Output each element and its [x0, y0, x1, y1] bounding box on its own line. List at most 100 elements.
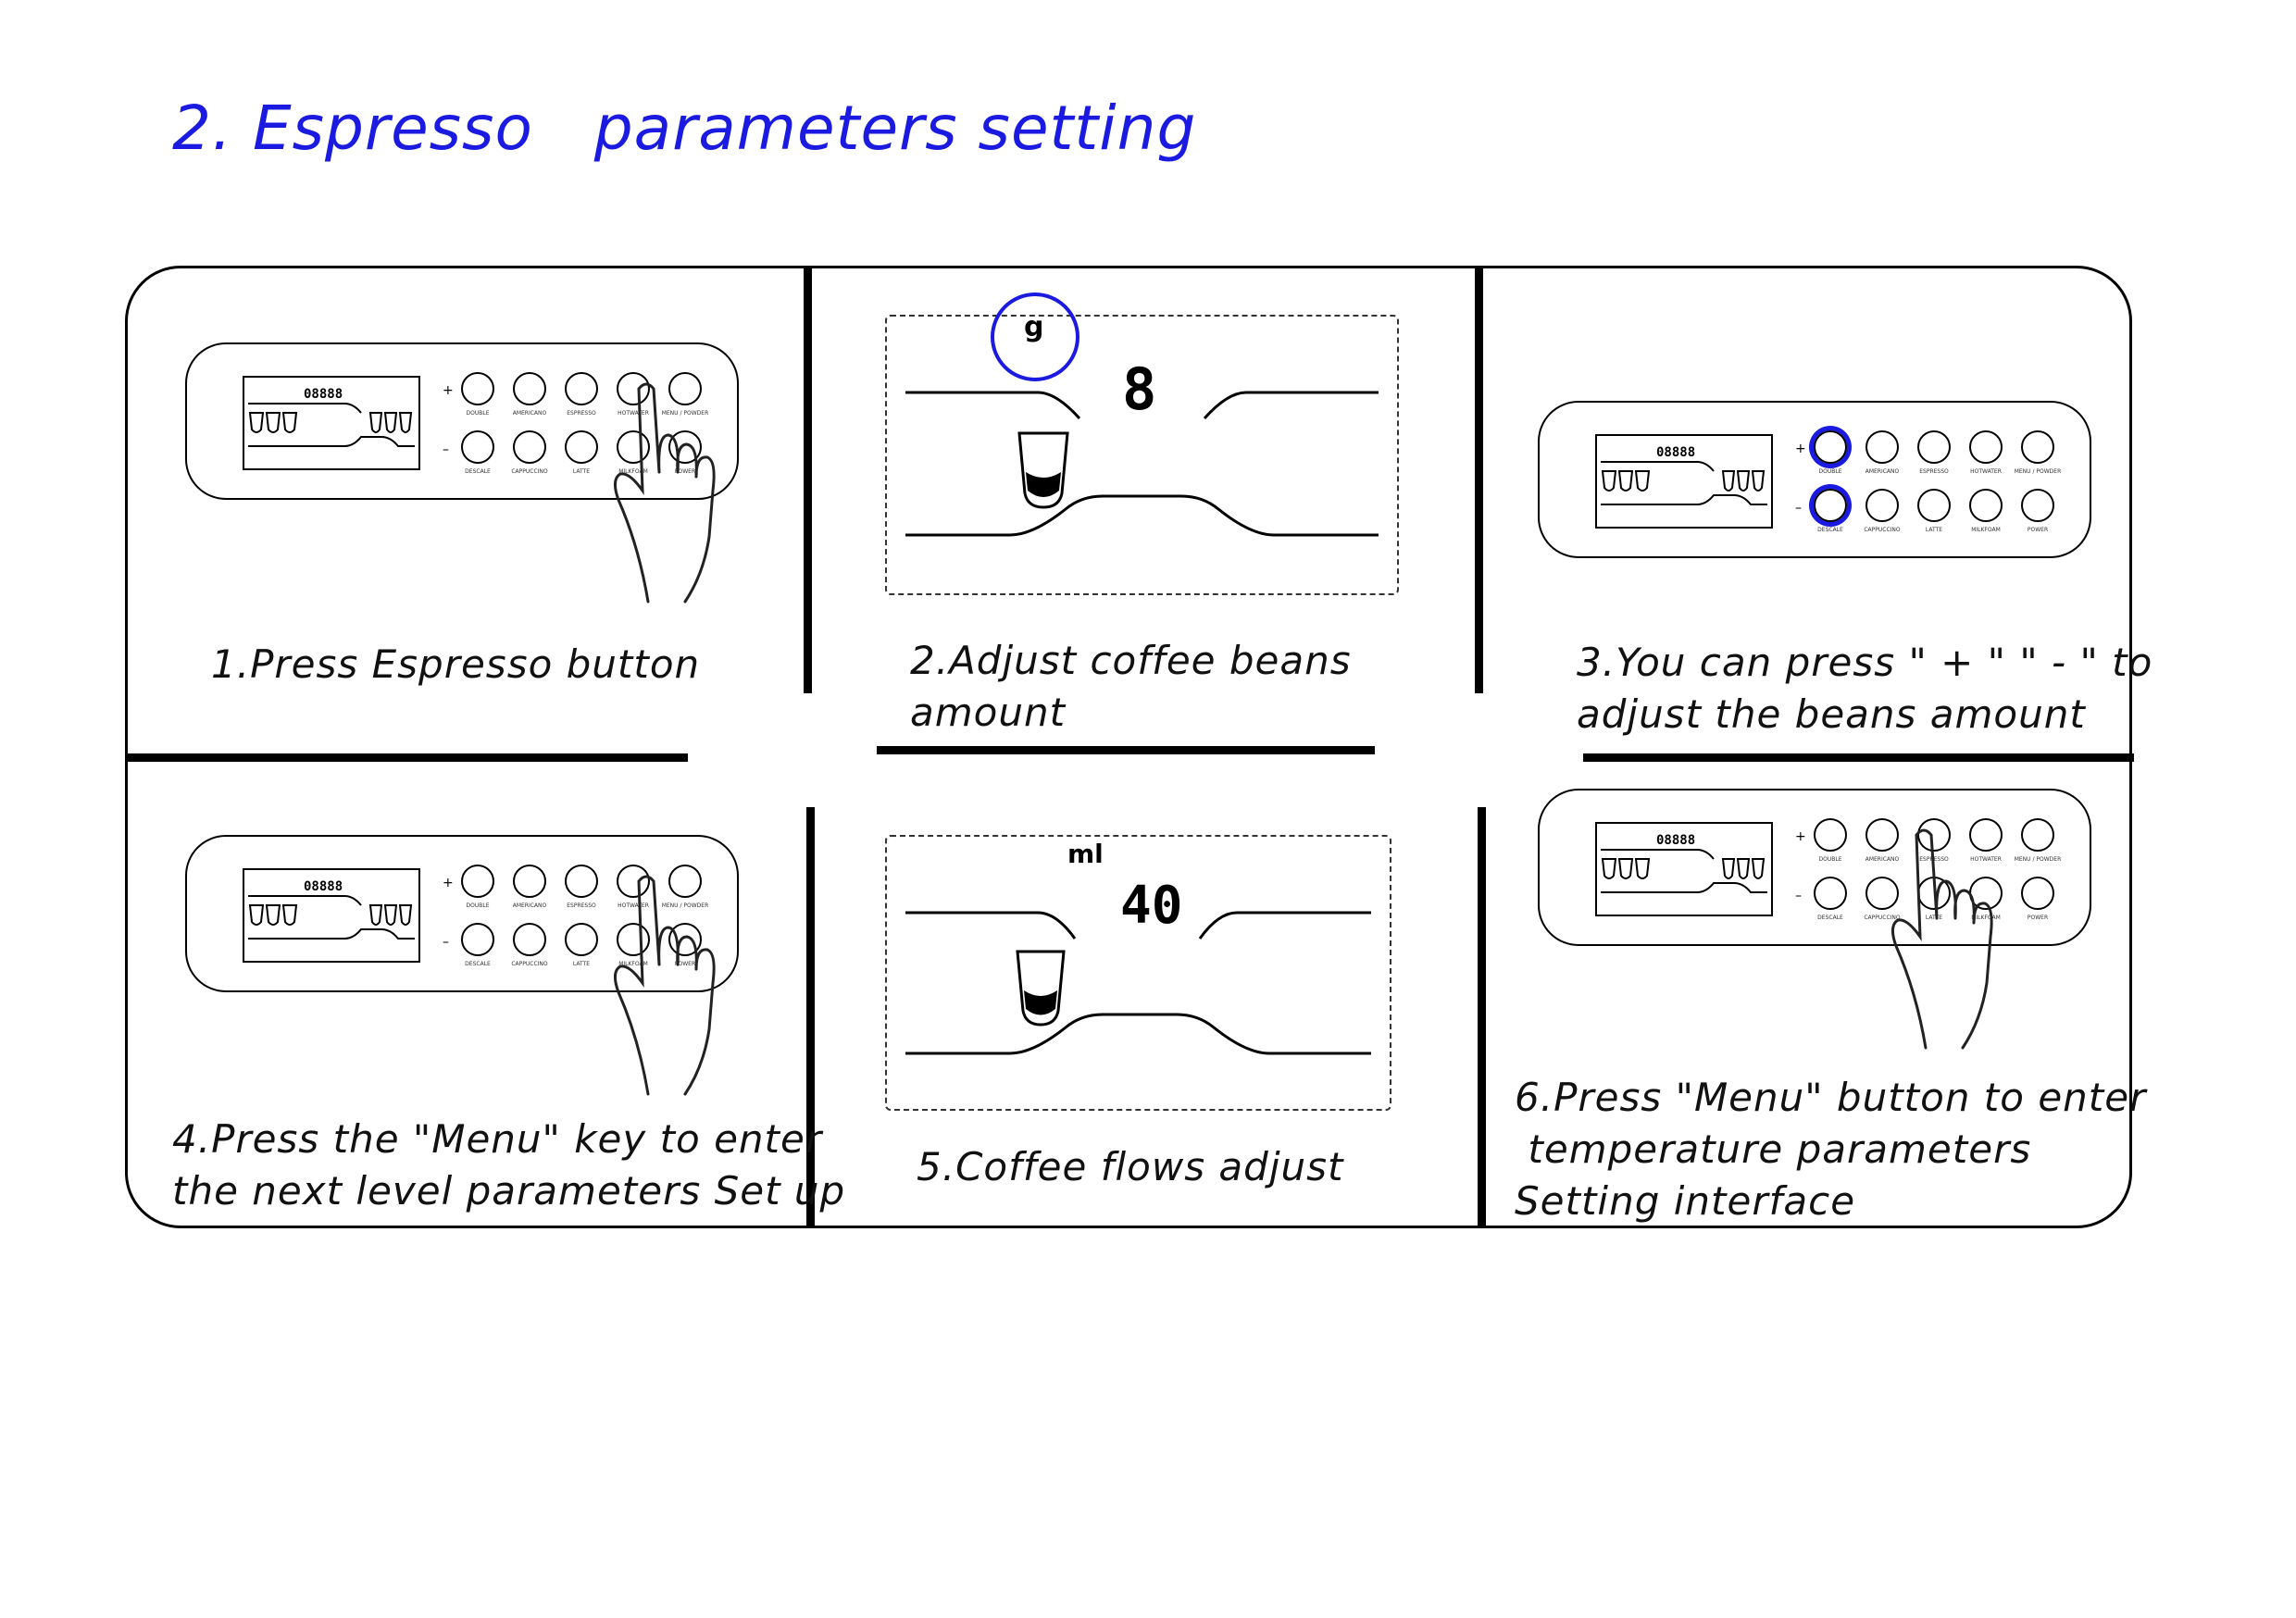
milkfoam-button[interactable] [1969, 489, 2003, 522]
americano-button[interactable] [513, 372, 546, 405]
double-button[interactable] [1814, 430, 1847, 464]
pointing-hand-icon [614, 875, 716, 1096]
hotwater-button[interactable] [617, 372, 650, 405]
divider [806, 807, 815, 1228]
button-label: CAPPUCCINO [511, 468, 548, 475]
hotwater-button[interactable] [617, 865, 650, 898]
panel-step-1 [185, 342, 739, 500]
pointing-hand-icon [1891, 828, 1993, 1050]
cappuccino-button[interactable] [513, 923, 546, 956]
double-button[interactable] [461, 865, 494, 898]
americano-button[interactable] [1866, 430, 1899, 464]
hotwater-button[interactable] [1969, 430, 2003, 464]
latte-button[interactable] [565, 430, 598, 464]
step-1-caption: 1.Press Espresso button [211, 641, 701, 687]
flow-display [885, 835, 1391, 1111]
step-2-caption: 2.Adjust coffee beans amount [910, 638, 1352, 735]
milkfoam-button[interactable] [617, 430, 650, 464]
americano-button[interactable] [513, 865, 546, 898]
latte-button[interactable] [1917, 489, 1951, 522]
divider [1583, 753, 2134, 762]
power-button[interactable] [668, 430, 702, 464]
step-5-caption: 5.Coffee flows adjust [917, 1144, 1344, 1189]
lcd-cup-graphics [1601, 461, 1767, 505]
step-3-caption: 3.You can press " + " " - " to adjust th… [1577, 640, 2153, 737]
divider [1475, 268, 1483, 693]
button-label: AMERICANO [1865, 856, 1900, 863]
button-label: POWER [674, 468, 696, 475]
display-outline-lines [905, 911, 1371, 1055]
power-button[interactable] [668, 923, 702, 956]
menu-powder-button[interactable] [668, 865, 702, 898]
button-label: HOTWATER [1970, 468, 2002, 475]
button-label: POWER [2027, 915, 2049, 921]
divider [128, 753, 688, 762]
button-label: POWER [674, 961, 696, 967]
plus-sign: + [1795, 442, 1806, 456]
flow-unit-label: ml [1067, 839, 1104, 869]
plus-sign: + [443, 876, 454, 890]
double-button[interactable] [461, 372, 494, 405]
lcd-digits: 08888 [304, 387, 343, 402]
espresso-button[interactable] [1917, 818, 1951, 852]
button-label: DESCALE [1817, 527, 1843, 533]
button-label: DESCALE [465, 961, 491, 967]
espresso-button[interactable] [565, 372, 598, 405]
menu-powder-button[interactable] [2021, 430, 2054, 464]
menu-powder-button[interactable] [668, 372, 702, 405]
latte-button[interactable] [565, 923, 598, 956]
panel-step-6 [1538, 789, 2091, 946]
menu-powder-button[interactable] [2021, 818, 2054, 852]
descale-button[interactable] [1814, 489, 1847, 522]
button-label: CAPPUCCINO [511, 961, 548, 967]
lcd-digits: 08888 [1656, 833, 1696, 848]
button-label: AMERICANO [1865, 468, 1900, 475]
button-label: ESPRESSO [567, 902, 596, 909]
lcd-cup-graphics [248, 895, 415, 940]
button-label: LATTE [572, 961, 591, 967]
plus-sign: + [1795, 829, 1806, 844]
button-label: DOUBLE [1818, 468, 1842, 475]
double-button[interactable] [1814, 818, 1847, 852]
beans-value-readout: 8 [1122, 355, 1157, 423]
unit-highlight-circle [991, 292, 1079, 381]
divider [804, 268, 812, 693]
button-label: DESCALE [1817, 915, 1843, 921]
lcd-digits: 08888 [304, 879, 343, 894]
button-label: DOUBLE [466, 902, 490, 909]
divider [877, 746, 1375, 754]
button-label: LATTE [1925, 915, 1943, 921]
descale-button[interactable] [461, 923, 494, 956]
espresso-button[interactable] [565, 865, 598, 898]
minus-sign: – [443, 935, 449, 950]
cappuccino-button[interactable] [513, 430, 546, 464]
button-label: DOUBLE [466, 410, 490, 417]
button-label: HOTWATER [1970, 856, 2002, 863]
lcd-screen [1595, 822, 1773, 916]
lcd-screen [1595, 434, 1773, 529]
button-label: HOTWATER [618, 902, 649, 909]
pointing-hand-icon [614, 382, 716, 604]
button-label: MILKFOAM [1971, 915, 2001, 921]
descale-button[interactable] [1814, 877, 1847, 910]
cappuccino-button[interactable] [1866, 877, 1899, 910]
panel-step-3 [1538, 401, 2091, 558]
minus-sign: – [1795, 501, 1802, 516]
americano-button[interactable] [1866, 818, 1899, 852]
espresso-button[interactable] [1917, 430, 1951, 464]
divider [1478, 807, 1486, 1228]
power-button[interactable] [2021, 489, 2054, 522]
descale-button[interactable] [461, 430, 494, 464]
lcd-screen [243, 376, 420, 470]
button-label: CAPPUCCINO [1864, 527, 1901, 533]
plus-sign: + [443, 383, 454, 398]
power-button[interactable] [2021, 877, 2054, 910]
button-label: CAPPUCCINO [1864, 915, 1901, 921]
button-label: HOTWATER [618, 410, 649, 417]
milkfoam-button[interactable] [617, 923, 650, 956]
step-6-caption: 6.Press "Menu" button to enter temperatu… [1515, 1075, 2147, 1224]
hotwater-button[interactable] [1969, 818, 2003, 852]
button-label: MENU / POWDER [661, 902, 709, 909]
cappuccino-button[interactable] [1866, 489, 1899, 522]
button-label: MILKFOAM [1971, 527, 2001, 533]
